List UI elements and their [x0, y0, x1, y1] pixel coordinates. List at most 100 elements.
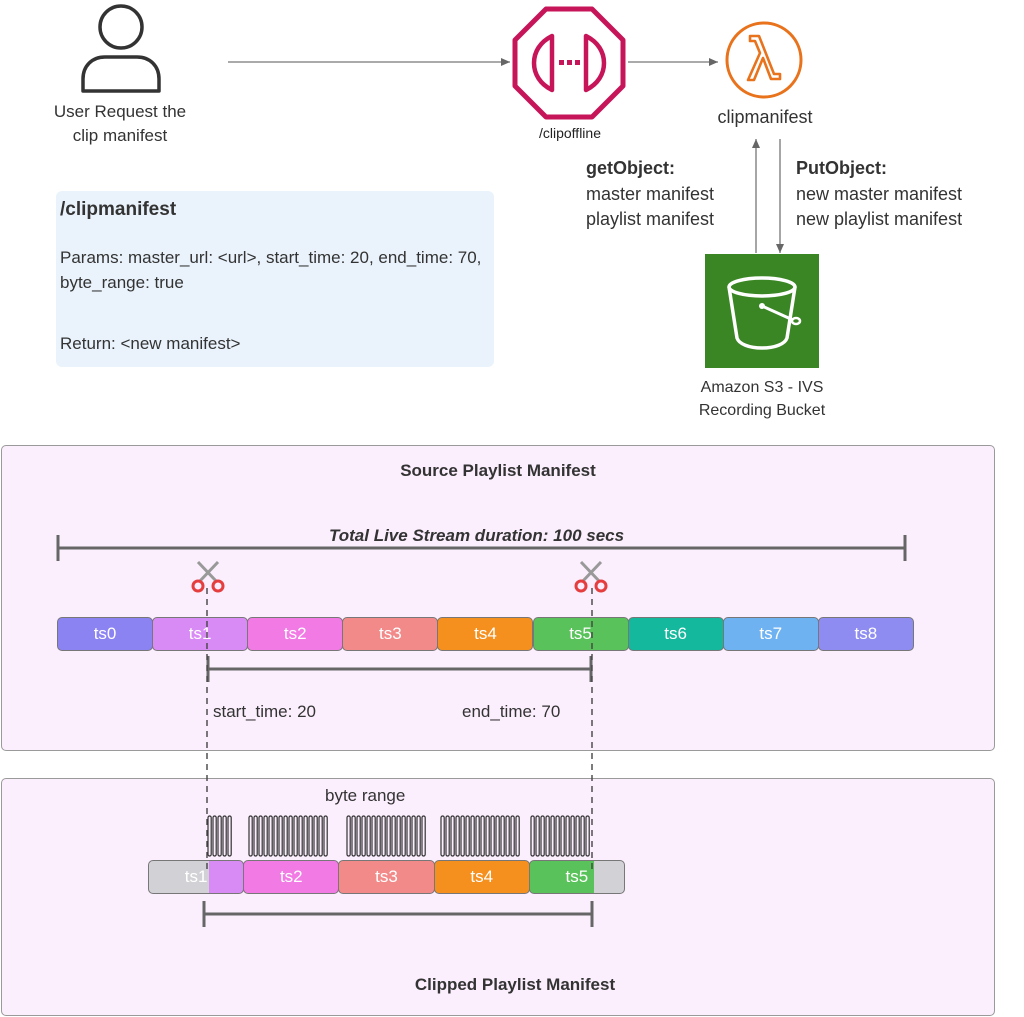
byte-tick — [411, 815, 416, 857]
source-panel-title: Source Playlist Manifest — [400, 461, 596, 480]
duration-bracket — [56, 535, 907, 561]
duration-label: Total Live Stream duration: 100 secs — [329, 526, 625, 545]
clipmanifest-card: /clipmanifest Params: master_url: <url>,… — [56, 191, 494, 367]
put-object-line1: new master manifest — [796, 184, 963, 204]
segment-ts7: ts7 — [722, 617, 819, 651]
s3-label: Amazon S3 - IVS Recording Bucket — [698, 379, 826, 419]
byte-tick — [580, 815, 585, 857]
byte-tick — [545, 815, 550, 857]
byte-tick — [386, 815, 391, 857]
clipped-panel — [1, 778, 995, 1016]
byte-tick — [500, 815, 505, 857]
byte-tick — [406, 815, 411, 857]
segment-ts6: ts6 — [627, 617, 724, 651]
byte-tick — [283, 815, 288, 857]
byte-tick — [273, 815, 278, 857]
clipped-segment-ts2: ts2 — [243, 860, 340, 894]
byte-tick — [550, 815, 555, 857]
card-return: Return: <new manifest> — [60, 334, 241, 353]
byte-tick — [356, 815, 361, 857]
byte-tick — [396, 815, 401, 857]
byte-tick — [510, 815, 515, 857]
clipped-bracket — [202, 901, 594, 927]
end-time-label: end_time: 70 — [462, 702, 561, 721]
byte-tick — [450, 815, 455, 857]
get-object-line1: master manifest — [586, 184, 715, 204]
byte-tick — [570, 815, 575, 857]
byte-tick — [258, 815, 263, 857]
byte-tick — [490, 815, 495, 857]
byte-tick — [416, 815, 421, 857]
byte-tick — [485, 815, 490, 857]
get-object-title: getObject: — [586, 158, 676, 178]
byte-tick — [212, 815, 217, 857]
scissors-icon — [191, 560, 225, 593]
byte-tick — [298, 815, 303, 857]
byte-tick — [381, 815, 386, 857]
byte-tick — [515, 815, 520, 857]
byte-tick — [371, 815, 376, 857]
byte-tick — [313, 815, 318, 857]
byte-tick — [445, 815, 450, 857]
byte-tick — [293, 815, 298, 857]
segment-ts2: ts2 — [247, 617, 344, 651]
byte-tick — [560, 815, 565, 857]
byte-range-group — [530, 815, 590, 857]
byte-tick — [361, 815, 366, 857]
lambda-label: clipmanifest — [717, 107, 813, 127]
segment-ts5: ts5 — [532, 617, 629, 651]
clipped-panel-title: Clipped Playlist Manifest — [414, 975, 616, 994]
segment-ts3: ts3 — [342, 617, 439, 651]
byte-range-group — [346, 815, 426, 857]
clipped-segment-ts4: ts4 — [433, 860, 530, 894]
byte-tick — [278, 815, 283, 857]
byte-tick — [401, 815, 406, 857]
byte-range-label: byte range — [325, 786, 406, 805]
byte-tick — [465, 815, 470, 857]
byte-tick — [391, 815, 396, 857]
byte-tick — [505, 815, 510, 857]
byte-tick — [540, 815, 545, 857]
byte-range-group — [207, 815, 232, 857]
source-panel — [1, 445, 995, 751]
byte-tick — [495, 815, 500, 857]
cut-lines — [206, 588, 593, 874]
byte-tick — [366, 815, 371, 857]
card-title: /clipmanifest — [60, 199, 177, 220]
segment-ts0: ts0 — [57, 617, 154, 651]
segment-ts4: ts4 — [437, 617, 534, 651]
byte-tick — [318, 815, 323, 857]
segment-ts1: ts1 — [152, 617, 249, 651]
segment-ts8: ts8 — [817, 617, 914, 651]
byte-tick — [268, 815, 273, 857]
byte-tick — [248, 815, 253, 857]
byte-tick — [207, 815, 212, 857]
byte-tick — [460, 815, 465, 857]
put-object-title: PutObject: — [796, 158, 888, 178]
byte-tick — [480, 815, 485, 857]
byte-tick — [217, 815, 222, 857]
byte-tick — [455, 815, 460, 857]
user-icon — [81, 4, 161, 93]
byte-range-group — [248, 815, 328, 857]
connector-layer — [228, 58, 784, 253]
byte-tick — [555, 815, 560, 857]
s3-bucket-icon — [705, 254, 819, 368]
clipped-segment-ts3: ts3 — [338, 860, 435, 894]
byte-tick — [346, 815, 351, 857]
byte-tick — [421, 815, 426, 857]
byte-tick — [470, 815, 475, 857]
byte-tick — [475, 815, 480, 857]
byte-range-ticks — [207, 815, 590, 857]
put-object-line2: new playlist manifest — [796, 209, 963, 229]
byte-tick — [308, 815, 313, 857]
byte-tick — [303, 815, 308, 857]
selection-bracket — [206, 656, 593, 682]
byte-tick — [376, 815, 381, 857]
start-time-label: start_time: 20 — [213, 702, 316, 721]
clipped-segment-ts1: ts1 — [148, 860, 245, 894]
lambda-icon — [725, 21, 803, 99]
clipped-segment-ts5: ts5 — [528, 860, 625, 894]
gateway-label: /clipoffline — [538, 125, 601, 141]
byte-range-group — [440, 815, 520, 857]
